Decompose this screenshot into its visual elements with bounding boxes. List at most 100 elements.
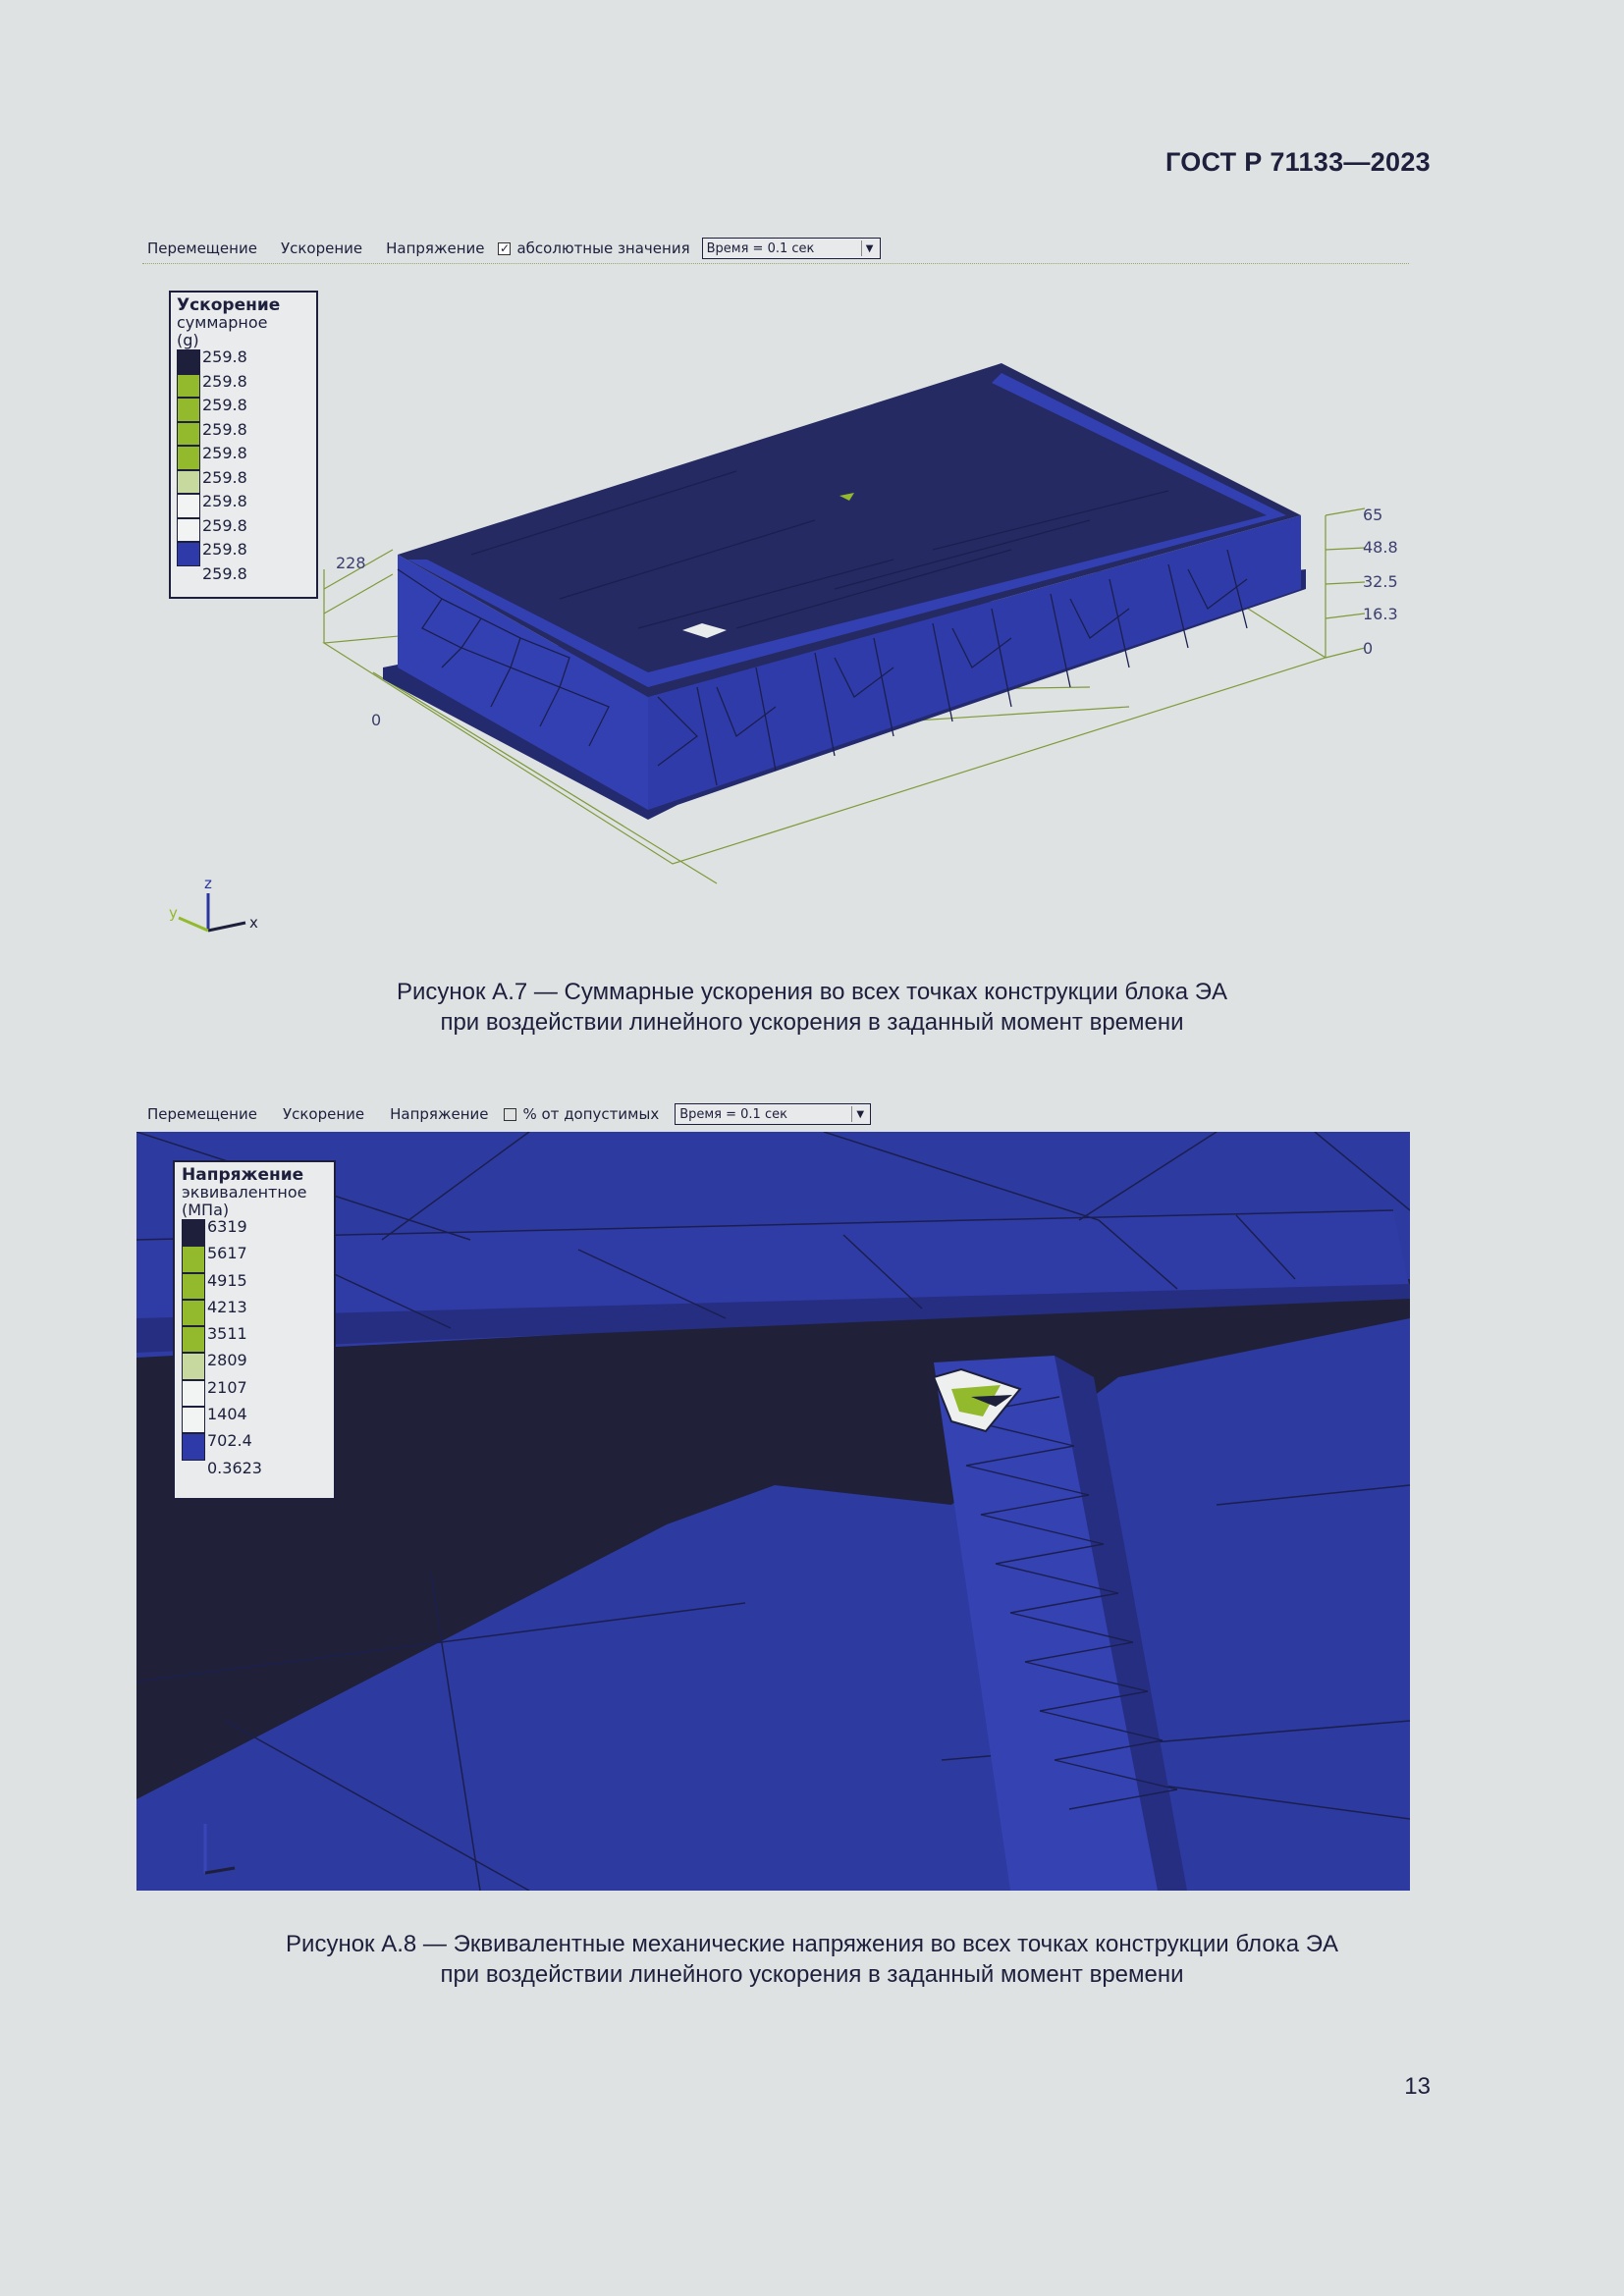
- legend-row: 1404: [182, 1405, 327, 1434]
- legend-value: 259.8: [202, 419, 247, 439]
- fig7-side-face-left: [398, 555, 648, 810]
- legend-swatch: [182, 1246, 205, 1273]
- legend-row: 4915: [182, 1270, 327, 1300]
- triad-x-label: x: [249, 914, 258, 932]
- fig8-mesh-drawing: [136, 1132, 1410, 1891]
- legend-subtitle: суммарное: [177, 313, 268, 332]
- legend-row: 259.8: [177, 398, 310, 422]
- legend-value: 2107: [207, 1377, 247, 1397]
- legend-row: 259.8: [177, 349, 310, 374]
- caption-line: при воздействии линейного ускорения в за…: [440, 1961, 1184, 1988]
- fig8-model-view[interactable]: [136, 1132, 1410, 1891]
- legend-value: 6319: [207, 1217, 247, 1236]
- toolbar-divider: [142, 263, 1409, 264]
- legend-row: 259.8: [177, 446, 310, 470]
- legend-row: 259.8: [177, 542, 310, 566]
- legend-swatch: [177, 494, 200, 518]
- absolute-values-checkbox[interactable]: ✓: [498, 240, 512, 255]
- legend-value: 259.8: [202, 371, 247, 391]
- legend-swatch: [182, 1353, 205, 1380]
- fig7-hot-spot-2: [839, 493, 854, 501]
- tab-acceleration[interactable]: Ускорение: [280, 240, 363, 257]
- chevron-down-icon[interactable]: ▼: [860, 240, 878, 256]
- z-tick: 48.8: [1363, 538, 1398, 557]
- legend-row: 702.4: [182, 1431, 327, 1461]
- fig8-toolbar: Перемещение Ускорение Напряжение % от до…: [147, 1103, 872, 1125]
- legend-swatch: [177, 542, 200, 566]
- legend-subtitle: эквивалентное: [182, 1183, 307, 1201]
- time-select[interactable]: Время = 0.1 сек ▼: [701, 238, 881, 259]
- chevron-down-icon[interactable]: ▼: [851, 1106, 868, 1122]
- fig7-caption: Рисунок А.7 — Суммарные ускорения во все…: [0, 977, 1624, 1038]
- tab-displacement[interactable]: Перемещение: [147, 240, 257, 257]
- fig8-caption: Рисунок А.8 — Эквивалентные механические…: [0, 1929, 1624, 1990]
- legend-swatch: [177, 373, 200, 398]
- z-tick: 16.3: [1363, 605, 1398, 623]
- percent-allowed-label: % от допустимых: [522, 1105, 660, 1123]
- legend-value: 259.8: [202, 347, 247, 366]
- legend-row: 6319: [182, 1217, 327, 1247]
- legend-value: 3511: [207, 1324, 247, 1344]
- legend-value: 4915: [207, 1270, 247, 1290]
- legend-swatch: [182, 1407, 205, 1434]
- legend-row: 4213: [182, 1297, 327, 1327]
- time-select[interactable]: Время = 0.1 сек ▼: [675, 1103, 872, 1125]
- legend-row: 259.8: [177, 515, 310, 542]
- triad-y-label: y: [169, 904, 178, 922]
- legend-row: 259.8: [177, 371, 310, 398]
- legend-row: 2107: [182, 1377, 327, 1408]
- legend-value: 259.8: [202, 515, 247, 535]
- legend-title: Напряжение: [182, 1165, 304, 1185]
- legend-value: 702.4: [207, 1431, 252, 1451]
- tab-displacement[interactable]: Перемещение: [147, 1105, 257, 1123]
- legend-value: 259.8: [202, 396, 247, 414]
- fig7-model-view[interactable]: 65 48.8 32.5 16.3 0 228 0 z x y: [147, 275, 1424, 962]
- fig7-top-rim: [407, 373, 1286, 687]
- z-tick: 0: [1363, 639, 1373, 658]
- legend-value: 4213: [207, 1297, 247, 1316]
- legend-value: 1404: [207, 1405, 247, 1424]
- axis-triad-icon: z x y: [169, 875, 258, 933]
- legend-swatch: [182, 1299, 205, 1327]
- legend-swatch: [182, 1433, 205, 1461]
- legend-swatch: [182, 1219, 205, 1247]
- absolute-values-label: абсолютные значения: [516, 240, 690, 257]
- fig7-toolbar: Перемещение Ускорение Напряжение ✓ абсол…: [147, 238, 881, 259]
- legend-swatch: [177, 469, 200, 494]
- document-code: ГОСТ Р 71133—2023: [1164, 147, 1431, 177]
- legend-swatch: [177, 398, 200, 422]
- legend-value: 259.8: [202, 540, 247, 559]
- fig7-mesh: [397, 470, 1248, 786]
- legend-swatch: [177, 517, 200, 542]
- legend-swatch: [177, 446, 200, 470]
- fig7-top-face: [398, 363, 1301, 697]
- legend-row: 259.8: [177, 494, 310, 518]
- legend-swatch: [177, 421, 200, 446]
- legend-row: 3511: [182, 1324, 327, 1354]
- fig7-side-face-right: [648, 515, 1301, 810]
- tab-acceleration[interactable]: Ускорение: [282, 1105, 365, 1123]
- time-select-value: Время = 0.1 сек: [706, 240, 815, 256]
- legend-swatch: [177, 349, 200, 374]
- legend-value: 2809: [207, 1351, 247, 1370]
- legend-value: 259.8: [202, 563, 247, 583]
- tab-stress[interactable]: Напряжение: [390, 1105, 489, 1123]
- caption-line: Рисунок А.7 — Суммарные ускорения во все…: [397, 979, 1227, 1005]
- legend-row: 259.8: [177, 563, 310, 583]
- legend-row: 5617: [182, 1246, 327, 1273]
- legend-value: 0.3623: [207, 1458, 262, 1477]
- legend-row: 259.8: [177, 469, 310, 494]
- origin-tick: 0: [371, 711, 381, 729]
- page-number: 13: [1404, 2073, 1431, 2100]
- z-tick: 32.5: [1363, 572, 1398, 591]
- legend-row: 2809: [182, 1351, 327, 1380]
- legend-swatch: [182, 1326, 205, 1354]
- legend-row: 259.8: [177, 419, 310, 446]
- tab-stress[interactable]: Напряжение: [386, 240, 485, 257]
- legend-swatch: [182, 1379, 205, 1408]
- percent-allowed-checkbox[interactable]: [504, 1107, 517, 1121]
